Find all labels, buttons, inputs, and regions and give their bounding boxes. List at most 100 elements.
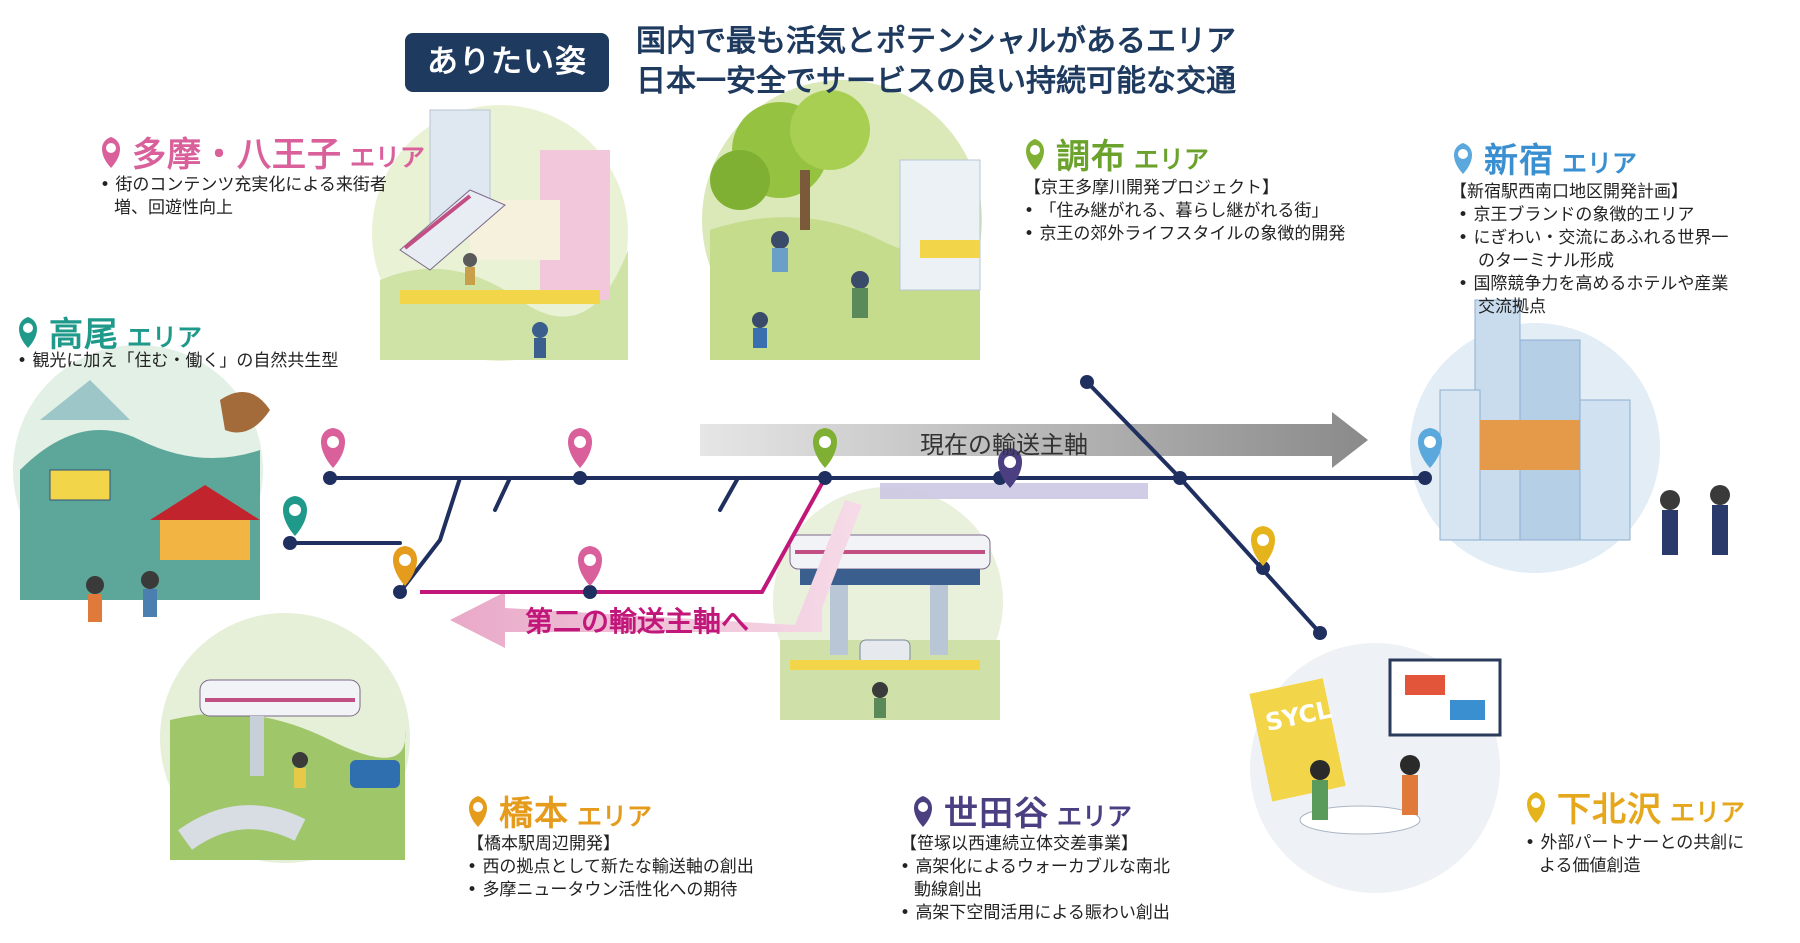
pin-takao [283, 496, 307, 536]
area-note: 西の拠点として新たな輸送軸の創出 [467, 856, 754, 879]
station-node-hashimoto [393, 585, 407, 599]
area-suffix: エリア [350, 143, 426, 172]
area-notes-setagaya: 【笹塚以西連続立体交差事業】 高架化によるウォーカブルな南北 動線創出 高架下空… [900, 833, 1170, 925]
station-node-chofu [818, 471, 832, 485]
area-suffix: エリア [1562, 149, 1638, 178]
pin-hachioji [321, 428, 345, 468]
area-project: 【新宿駅西南口地区開発計画】 [1450, 182, 1688, 202]
sagamihara-line [420, 477, 827, 594]
pin-setagaya [998, 448, 1022, 488]
pin-hashimoto [393, 546, 417, 586]
pin-chofu [813, 428, 837, 468]
area-name: 橋本 [499, 794, 569, 834]
area-notes-shimokitazawa: 外部パートナーとの共創に よる価値創造 [1525, 832, 1744, 878]
area-note: 京王ブランドの象徴的エリア [1450, 204, 1728, 227]
headline-line-1: 国内で最も活気とポテンシャルがあるエリア [636, 24, 1236, 59]
branch-tick-2 [718, 476, 740, 512]
area-note: 観光に加え「住む・働く」の自然共生型 [17, 350, 338, 373]
area-name: 下北沢 [1557, 790, 1662, 830]
area-suffix: エリア [1134, 145, 1210, 174]
area-suffix: エリア [1670, 798, 1746, 827]
area-title-shinjuku: 新宿 エリア [1450, 133, 1637, 182]
station-node-shimokitazawa [1256, 561, 1270, 575]
area-name: 高尾 [49, 315, 119, 355]
pin-tama-center [578, 546, 602, 586]
area-notes-takao: 観光に加え「住む・働く」の自然共生型 [17, 350, 338, 373]
area-name: 世田谷 [944, 794, 1049, 834]
area-title-takao: 高尾 エリア [15, 307, 202, 356]
area-note: 交流拠点 [1478, 297, 1546, 317]
tama-illustration [372, 105, 628, 361]
area-project: 【京王多摩川開発プロジェクト】 [1024, 178, 1279, 198]
area-note: 動線創出 [914, 880, 982, 900]
area-name: 新宿 [1484, 141, 1554, 181]
setagaya-elevated-section [880, 483, 1148, 499]
location-pin-icon [1527, 791, 1545, 823]
location-pin-icon [19, 316, 37, 348]
area-notes-tama: 街のコンテンツ充実化による来街者 増、回遊性向上 [100, 174, 387, 220]
station-node-shibuya [1313, 626, 1327, 640]
area-note: 街のコンテンツ充実化による来街者 [100, 174, 387, 197]
area-project: 【橋本駅周辺開発】 [467, 834, 620, 854]
location-pin-icon [102, 136, 120, 168]
map-pins [283, 428, 1442, 586]
second-axis-label: 第二の輸送主軸へ [525, 605, 750, 638]
shimokitazawa-illustration: SYCL [1249, 643, 1502, 893]
location-pin-icon [914, 795, 932, 827]
area-note: 高架化によるウォーカブルな南北 [900, 856, 1170, 879]
station-node-shinjuku [1418, 471, 1432, 485]
station-node-meidaimae [1173, 471, 1187, 485]
location-pin-icon [1454, 142, 1472, 174]
area-note: のターミナル形成 [1478, 251, 1614, 271]
station-node-tama-center [583, 585, 597, 599]
current-axis-arrow [700, 412, 1368, 468]
area-note: 高架下空間活用による賑わい創出 [900, 902, 1170, 925]
area-name: 多摩・八王子 [132, 135, 342, 175]
station-node-hachioji [323, 471, 337, 485]
area-title-chofu: 調布 エリア [1022, 129, 1209, 178]
pin-kitano [568, 428, 592, 468]
area-title-hashimoto: 橋本 エリア [465, 786, 652, 835]
area-suffix: エリア [1057, 802, 1133, 831]
area-note: よる価値創造 [1539, 856, 1641, 876]
headline-text: 国内で最も活気とポテンシャルがあるエリア 日本一安全でサービスの良い持続可能な交… [636, 22, 1236, 102]
area-title-shimokitazawa: 下北沢 エリア [1523, 782, 1745, 831]
area-note: 外部パートナーとの共創に [1525, 832, 1744, 855]
area-notes-chofu: 【京王多摩川開発プロジェクト】 「住み継がれる、暮らし継がれる街」 京王の郊外ラ… [1024, 177, 1345, 246]
second-axis-arrow [450, 500, 862, 648]
area-suffix: エリア [577, 802, 653, 831]
area-suffix: エリア [127, 323, 203, 352]
area-title-tama: 多摩・八王子 エリア [98, 127, 425, 176]
station-nodes [283, 375, 1432, 640]
area-note: 多摩ニュータウン活性化への期待 [467, 879, 754, 902]
area-name: 調布 [1056, 137, 1126, 177]
shinjuku-illustration [1410, 299, 1730, 573]
area-note: 国際競争力を高めるホテルや産業 [1450, 273, 1728, 296]
location-pin-icon [1026, 138, 1044, 170]
sagamihara-link [398, 476, 462, 594]
pin-shinjuku [1418, 428, 1442, 468]
headline-line-2: 日本一安全でサービスの良い持続可能な交通 [636, 64, 1236, 99]
area-note: にぎわい・交流にあふれる世界一 [1450, 227, 1728, 250]
current-axis-label: 現在の輸送主軸 [920, 431, 1088, 459]
station-node-kitano [573, 471, 587, 485]
branch-tick-1 [493, 476, 512, 512]
station-node-takao [283, 536, 297, 550]
takao-illustration [13, 345, 270, 622]
pin-shimokitazawa [1251, 526, 1275, 566]
station-node-kichijoji [1080, 375, 1094, 389]
location-pin-icon [469, 795, 487, 827]
area-title-setagaya: 世田谷 エリア [910, 786, 1132, 835]
area-notes-hashimoto: 【橋本駅周辺開発】 西の拠点として新たな輸送軸の創出 多摩ニュータウン活性化への… [467, 833, 754, 902]
hashimoto-illustration [160, 613, 410, 863]
area-note: 京王の郊外ライフスタイルの象徴的開発 [1024, 223, 1345, 246]
chofu-illustration [702, 80, 982, 360]
area-note: 「住み継がれる、暮らし継がれる街」 [1024, 200, 1345, 223]
headline-badge: ありたい姿 [405, 33, 609, 92]
area-note: 増、回遊性向上 [114, 198, 233, 218]
inokashira-line [1085, 380, 1322, 635]
area-project: 【笹塚以西連続立体交差事業】 [900, 834, 1138, 854]
area-notes-shinjuku: 【新宿駅西南口地区開発計画】 京王ブランドの象徴的エリア にぎわい・交流にあふれ… [1450, 181, 1728, 319]
